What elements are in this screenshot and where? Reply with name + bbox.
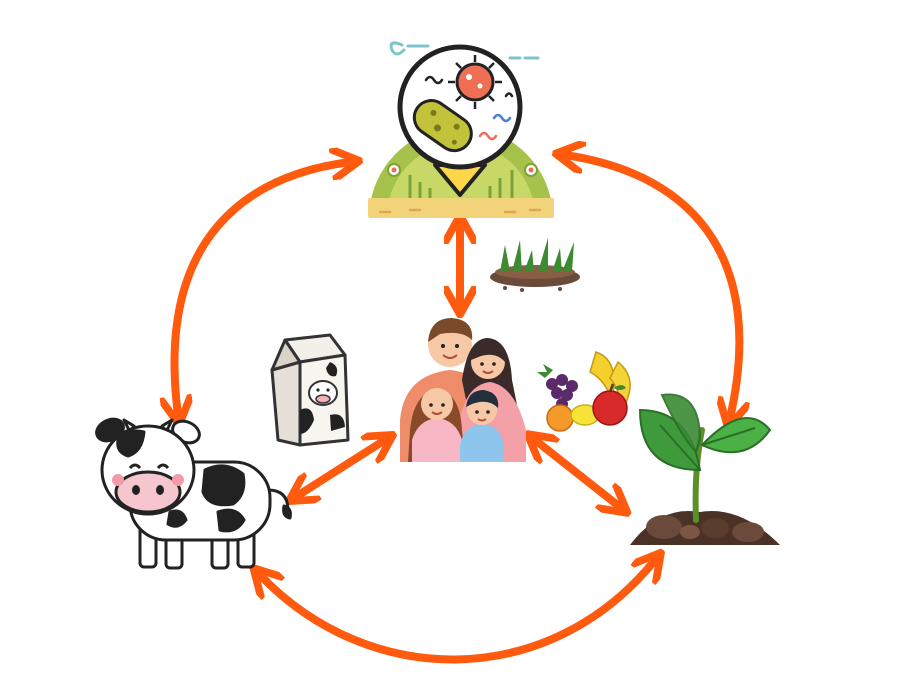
microbe-magnifier-icon (368, 41, 554, 218)
milk-carton-icon (270, 333, 350, 447)
family-icon (400, 318, 526, 462)
arrow-people-cow (297, 440, 385, 496)
arrow-cow-plant (260, 560, 655, 664)
seedling-icon (630, 393, 780, 545)
arrow-people-plant (535, 440, 620, 507)
soil-grass-icon (490, 238, 580, 292)
fruit-pile-icon (537, 351, 631, 432)
arrows (175, 155, 740, 664)
arrow-microbiome-plant (565, 155, 739, 418)
arrow-microbiome-cow (175, 162, 350, 415)
cow-icon (95, 417, 292, 570)
